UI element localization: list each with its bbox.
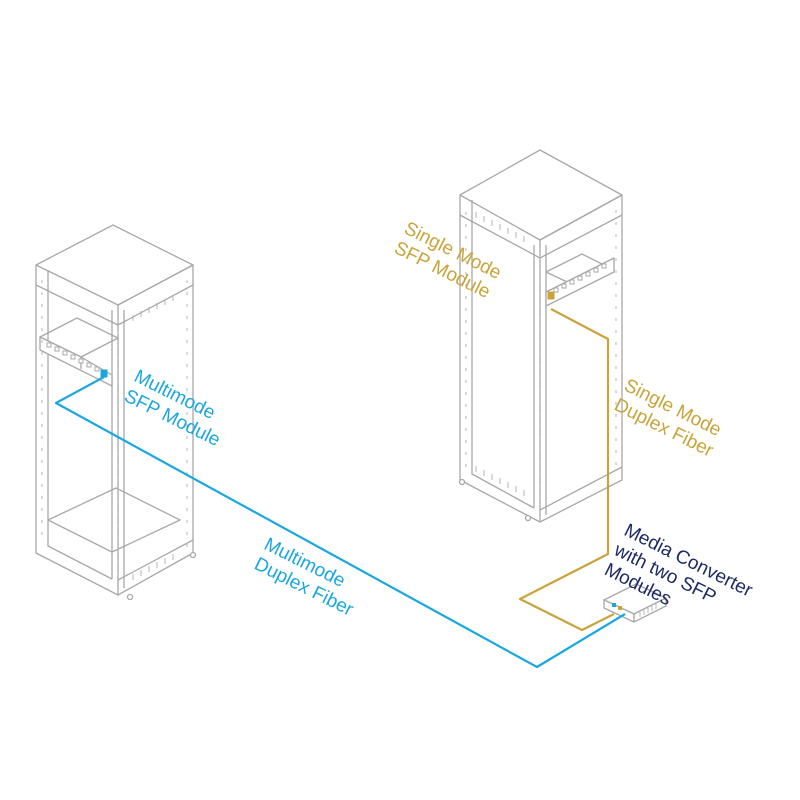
singlemode-sfp-module xyxy=(547,291,555,300)
rack-port xyxy=(601,263,607,269)
multimode-sfp-module xyxy=(100,369,108,378)
singlemode-duplex-fiber-cable xyxy=(518,308,615,632)
rack-port xyxy=(561,283,567,289)
rack-port xyxy=(78,358,84,364)
rack-port xyxy=(86,362,92,368)
rack-port xyxy=(62,350,68,356)
right-server-rack xyxy=(458,149,623,523)
rack-port xyxy=(577,275,583,281)
converter-sfp-singlemode xyxy=(618,606,622,610)
left-server-rack xyxy=(35,224,197,601)
rack-port xyxy=(569,279,575,285)
media-converter xyxy=(603,583,667,623)
converter-sfp-multimode xyxy=(612,603,616,607)
rack-port xyxy=(593,267,599,273)
rack-port xyxy=(54,346,60,352)
rack-port xyxy=(46,342,52,348)
multimode-duplex-fiber-cable xyxy=(54,376,626,669)
rack-port xyxy=(94,366,100,372)
rack-port xyxy=(585,271,591,277)
rack-port xyxy=(553,287,559,293)
rack-port xyxy=(70,354,76,360)
